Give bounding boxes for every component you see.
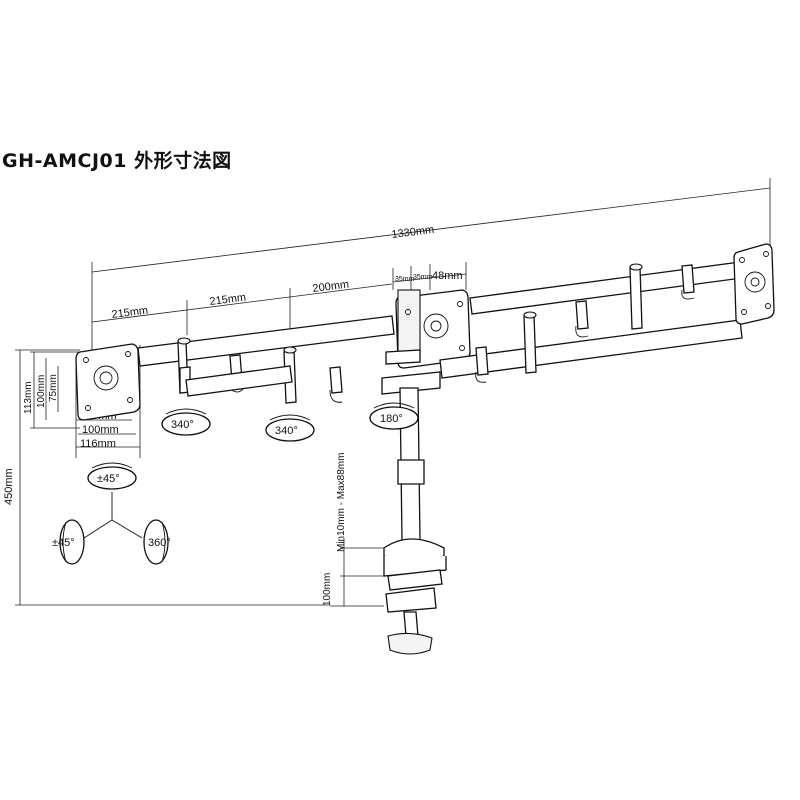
- left-arm: [137, 315, 395, 404]
- height-450-label: 450mm: [3, 468, 15, 505]
- center-35-b-label: 35mm: [413, 274, 433, 281]
- page-title: GH-AMCJ01 外形寸法図: [2, 150, 232, 172]
- clamp-range-label: Min10mm - Max88mm: [336, 453, 347, 552]
- swivel-45-label: ±45°: [52, 537, 75, 549]
- center-48-label: 48mm: [432, 270, 463, 282]
- vesa-dimensions: 450mm 113mm 100mm 75mm 75mm 100mm 116mm: [3, 345, 330, 606]
- rotation-180-badge: 180°: [369, 402, 419, 430]
- center-vesa-plate: [381, 289, 471, 395]
- right-arm: [439, 261, 743, 383]
- vesa-100-v-label: 100mm: [36, 375, 47, 408]
- rotate-360-label: 360°: [148, 537, 171, 549]
- right-vesa-plate: [733, 243, 775, 325]
- vesa-116-label: 116mm: [80, 438, 116, 450]
- rotation-340-a-badge: 340°: [161, 408, 211, 436]
- vesa-113-label: 113mm: [23, 381, 34, 414]
- total-width-label: 1330mm: [391, 224, 435, 241]
- total-width-dimension: 1330mm: [91, 178, 771, 410]
- arm-segment-dimensions: 215mm 215mm 200mm: [91, 279, 393, 345]
- vesa-75-v-label: 75mm: [48, 374, 59, 402]
- center-35-a-label: 35mm: [395, 276, 415, 283]
- pole-and-clamp: Min10mm - Max88mm 100mm: [322, 387, 447, 655]
- arm-seg-2-label: 215mm: [209, 292, 247, 308]
- rotation-340-b-badge: 340°: [265, 414, 315, 442]
- rotation-340-b-label: 340°: [275, 425, 298, 437]
- rotation-340-a-label: 340°: [171, 419, 194, 431]
- arm-seg-3-label: 200mm: [312, 279, 350, 295]
- rotation-180-label: 180°: [380, 413, 403, 425]
- left-vesa-plate: [75, 343, 141, 421]
- clamp-100-label: 100mm: [322, 573, 333, 606]
- center-offset-dimensions: 35mm 35mm 48mm: [392, 262, 467, 290]
- vesa-100-h-label: 100mm: [82, 424, 119, 436]
- tilt-45-label: ±45°: [97, 473, 120, 485]
- motion-legend: ±45° ±45° 360°: [52, 462, 171, 565]
- arm-seg-1-label: 215mm: [111, 305, 149, 321]
